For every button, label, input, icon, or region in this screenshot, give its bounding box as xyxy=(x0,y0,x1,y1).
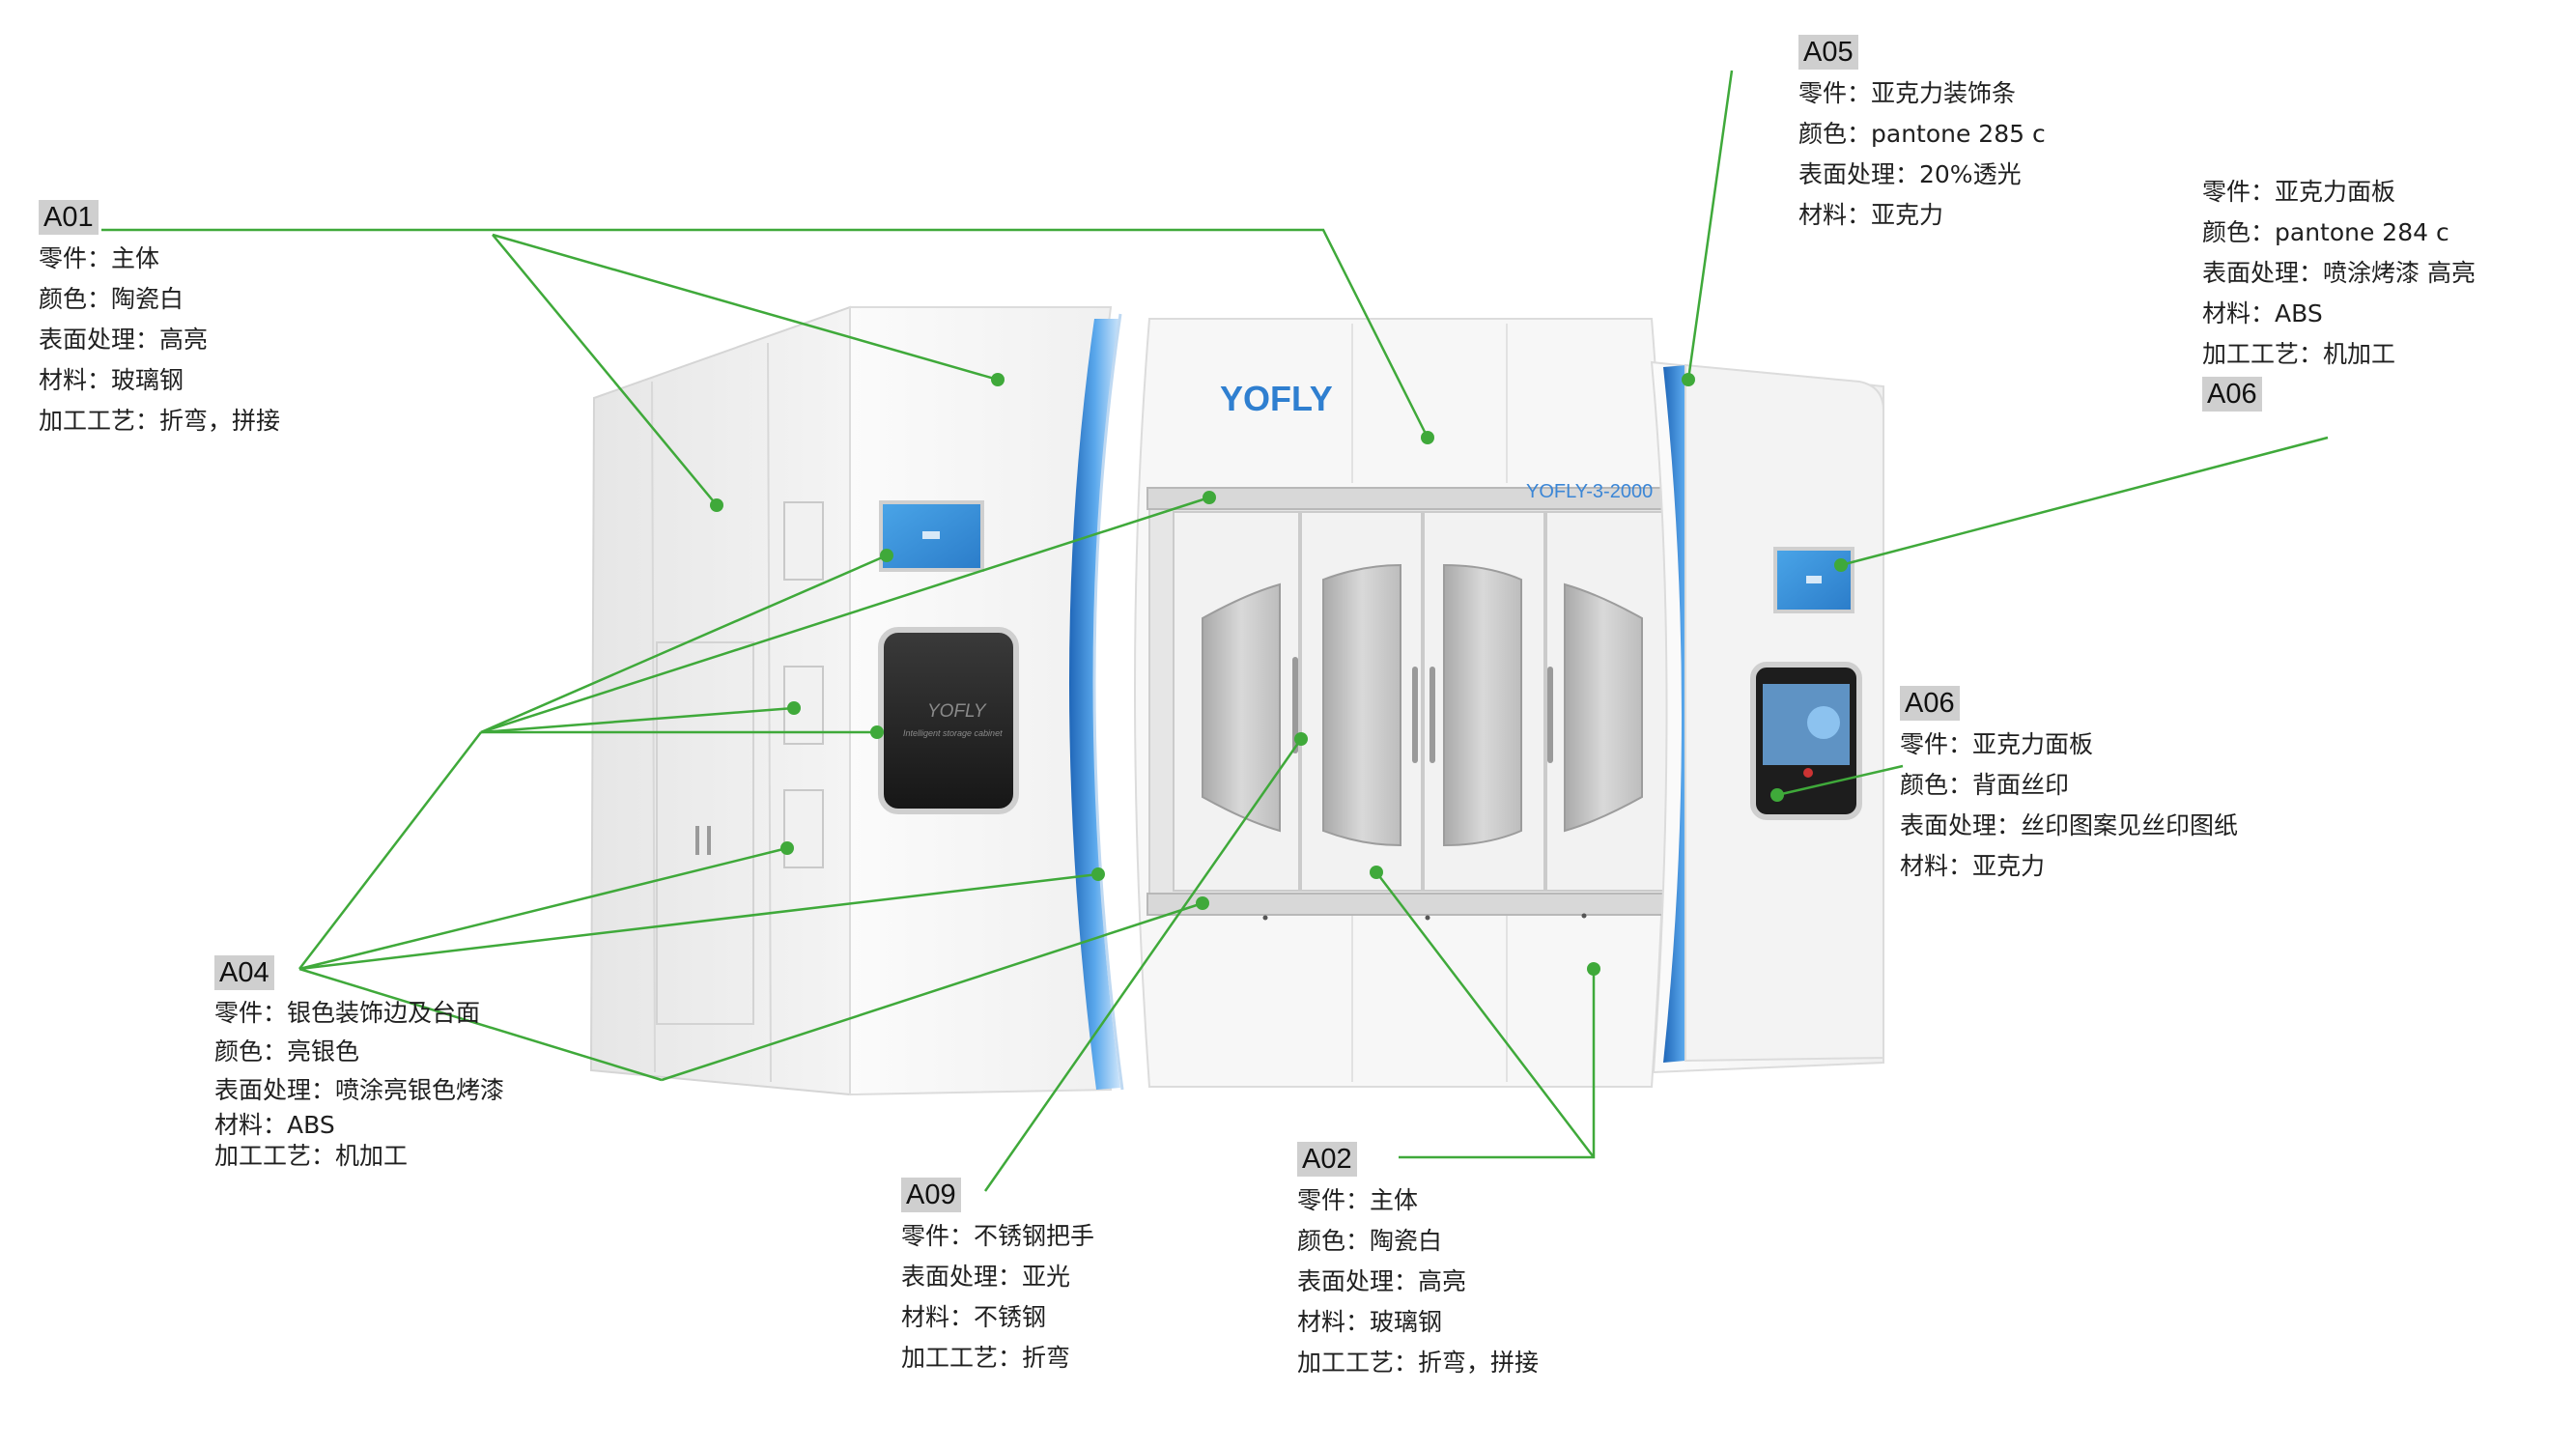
annotation-tag: A04 xyxy=(214,955,274,990)
annotation-line: 材料：玻璃钢 xyxy=(39,366,184,394)
annotation-tag: A01 xyxy=(39,200,99,235)
annotation-a02: A02 零件：主体 颜色：陶瓷白 表面处理：高亮 材料：玻璃钢 加工工艺：折弯，… xyxy=(1297,1140,1539,1383)
annotation-line: 零件：主体 xyxy=(39,244,160,272)
annotation-line: 零件：不锈钢把手 xyxy=(901,1222,1095,1250)
annotation-line: 表面处理：高亮 xyxy=(1297,1267,1467,1295)
annotation-line: 零件：主体 xyxy=(1297,1186,1419,1214)
annotation-line: 零件：亚克力装饰条 xyxy=(1798,79,2017,107)
annotation-line: 表面处理：丝印图案见丝印图纸 xyxy=(1900,811,2239,839)
annotation-line: 材料：ABS xyxy=(2202,299,2323,327)
annotation-line: 零件：亚克力面板 xyxy=(1900,730,2094,758)
annotation-a06-top: 零件：亚克力面板 颜色：pantone 284 c 表面处理：喷涂烤漆 高亮 材… xyxy=(2202,172,2476,415)
annotation-line: 表面处理：20%透光 xyxy=(1798,160,2022,188)
annotation-line: 表面处理：高亮 xyxy=(39,326,209,354)
leader-lines xyxy=(101,70,2329,1192)
annotation-line: 颜色：亮银色 xyxy=(214,1037,360,1065)
annotation-a01: A01 零件：主体 颜色：陶瓷白 表面处理：高亮 材料：玻璃钢 加工工艺：折弯，… xyxy=(39,198,280,441)
screen-brand: YOFLY xyxy=(927,701,987,722)
annotation-a09: A09 零件：不锈钢把手 表面处理：亚光 材料：不锈钢 加工工艺：折弯 xyxy=(901,1176,1094,1378)
annotation-line: 材料：ABS xyxy=(214,1111,335,1139)
annotation-a04: A04 零件：银色装饰边及台面 颜色：亮银色 表面处理：喷涂亮银色烤漆 材料：A… xyxy=(214,954,504,1172)
cabinet-body xyxy=(589,305,1884,1096)
annotation-line: 加工工艺：机加工 xyxy=(2202,340,2396,368)
annotation-tag: A09 xyxy=(901,1178,961,1212)
leader-dots xyxy=(710,373,1848,976)
annotation-line: 颜色：pantone 285 c xyxy=(1798,120,2046,148)
annotation-line: 颜色：背面丝印 xyxy=(1900,771,2070,799)
annotation-line: 表面处理：亚光 xyxy=(901,1263,1071,1291)
annotation-line: 表面处理：喷涂亮银色烤漆 xyxy=(214,1076,505,1104)
annotation-line: 表面处理：喷涂烤漆 高亮 xyxy=(2202,259,2476,287)
annotation-a05: A05 零件：亚克力装饰条 颜色：pantone 285 c 表面处理：20%透… xyxy=(1798,33,2046,236)
brand-logo: YOFLY xyxy=(1220,379,1333,418)
annotation-line: 颜色：陶瓷白 xyxy=(1297,1227,1443,1255)
annotation-tag: A02 xyxy=(1297,1142,1357,1177)
annotation-a06-bottom: A06 零件：亚克力面板 颜色：背面丝印 表面处理：丝印图案见丝印图纸 材料：亚… xyxy=(1900,684,2238,887)
model-label: YOFLY-3-2000 xyxy=(1526,481,1653,502)
annotation-line: 材料：玻璃钢 xyxy=(1297,1308,1443,1336)
annotation-tag: A06 xyxy=(1900,686,1960,721)
annotation-line: 材料：亚克力 xyxy=(1900,852,2046,880)
annotation-line: 零件：亚克力面板 xyxy=(2202,178,2396,206)
annotation-tag: A05 xyxy=(1798,35,1858,70)
annotation-line: 加工工艺：折弯，拼接 xyxy=(39,407,281,435)
screen-subtitle: Intelligent storage cabinet xyxy=(903,728,1003,738)
annotation-line: 加工工艺：折弯 xyxy=(901,1344,1071,1372)
annotation-line: 加工工艺：折弯，拼接 xyxy=(1297,1349,1540,1377)
annotation-line: 颜色：陶瓷白 xyxy=(39,285,184,313)
annotation-tag: A06 xyxy=(2202,377,2262,412)
annotation-line: 材料：亚克力 xyxy=(1798,201,1944,229)
annotation-line: 材料：不锈钢 xyxy=(901,1303,1047,1331)
annotation-line: 颜色：pantone 284 c xyxy=(2202,218,2449,246)
annotation-line: 零件：银色装饰边及台面 xyxy=(214,999,481,1027)
annotation-line: 加工工艺：机加工 xyxy=(214,1142,409,1170)
